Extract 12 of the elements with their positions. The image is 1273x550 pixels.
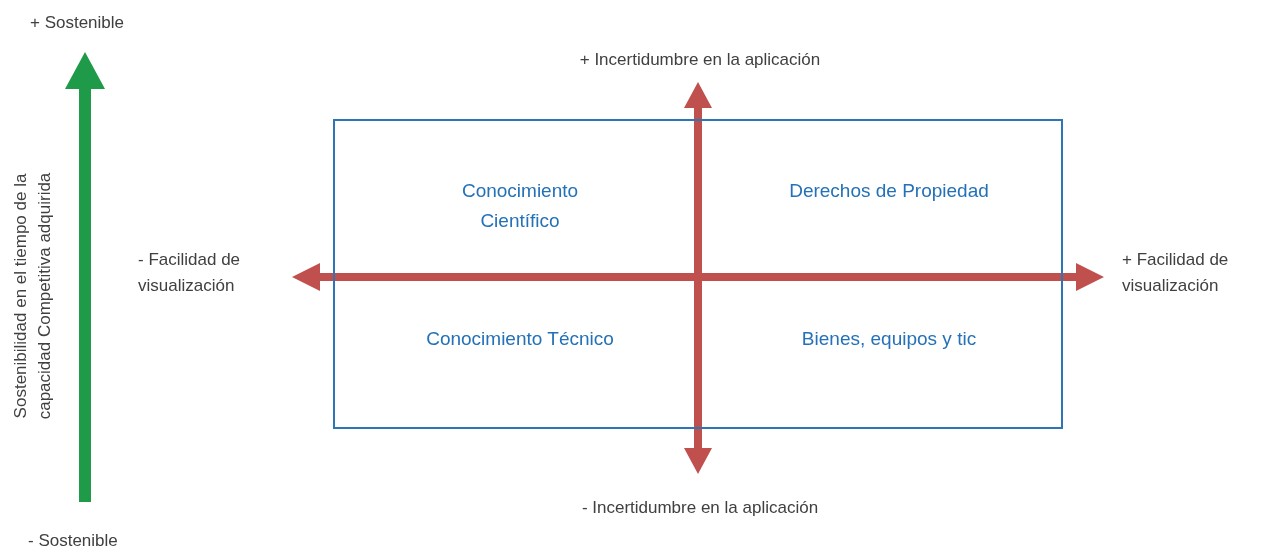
axis-label: - Facilidad de visualización xyxy=(138,249,242,297)
axis-label: + Sostenible xyxy=(30,12,126,34)
quadrant-box xyxy=(333,119,1063,429)
quadrant-label: Conocimiento Técnico xyxy=(425,327,615,351)
axis-title: Sostenibilidad en el tiempo de la capacidad Competitiva adquirida xyxy=(10,171,55,422)
axis-label: - Incertidumbre en la aplicación xyxy=(580,497,820,519)
axis-label: - Sostenible xyxy=(28,530,119,550)
quadrant-label: Derechos de Propiedad xyxy=(789,179,989,203)
axis-label: + Incertidumbre en la aplicación xyxy=(578,49,822,71)
axis-label: + Facilidad de visualización xyxy=(1122,249,1230,297)
quadrant-label: Conocimiento Científico xyxy=(460,179,580,233)
quadrant-label: Bienes, equipos y tic xyxy=(800,327,978,351)
